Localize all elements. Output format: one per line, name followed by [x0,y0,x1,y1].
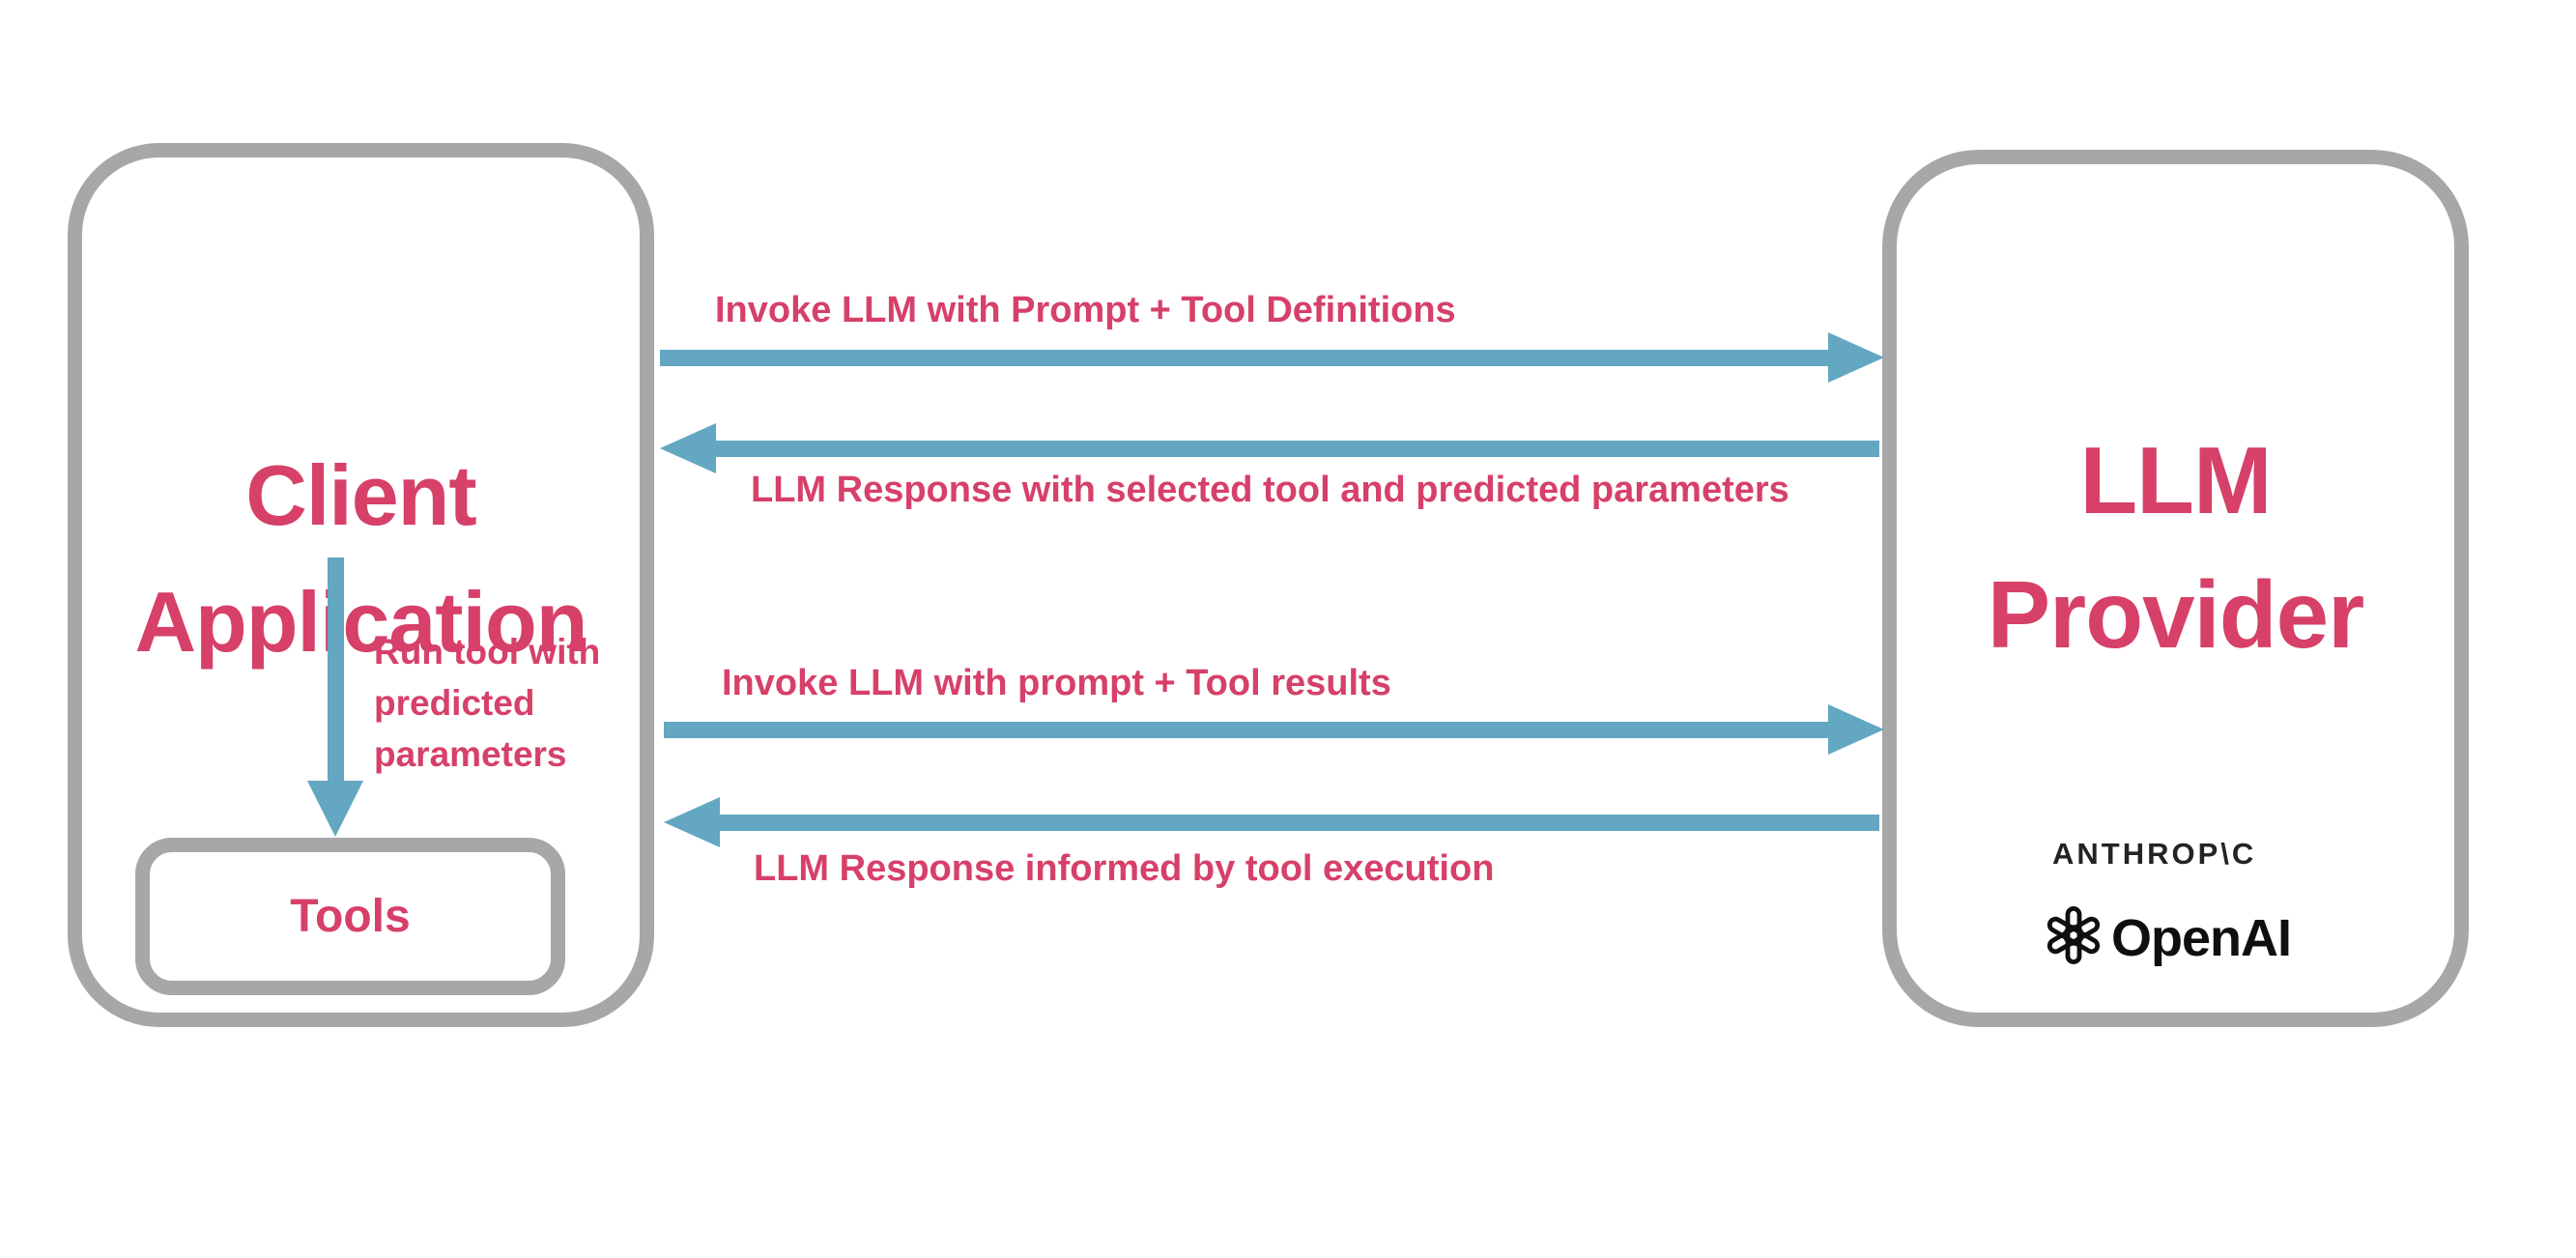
llm-provider-title: LLM Provider [1882,414,2469,682]
llm-title-line2: Provider [1987,561,2365,668]
flow-arrow-3-right [664,702,1884,757]
run-tool-label: Run tool with predicted parameters [374,632,601,774]
arrowhead-down-icon [307,781,363,837]
openai-wordmark: OpenAI [2111,908,2292,967]
tools-box: Tools [135,838,565,995]
openai-flower-icon [2045,906,2103,969]
flow-2-label: LLM Response with selected tool and pred… [751,470,1789,510]
flow-3-label: Invoke LLM with prompt + Tool results [722,663,1391,703]
arrowhead-left-icon [664,797,720,847]
arrow-shaft [664,721,1828,738]
anthropic-wordmark: ANTHROP\C [2052,837,2257,871]
arrowhead-right-icon [1828,704,1884,755]
flow-1-label: Invoke LLM with Prompt + Tool Definition… [715,290,1456,330]
arrowhead-left-icon [660,423,716,473]
llm-title-line1: LLM [2079,427,2272,533]
flow-arrow-1-right [660,330,1884,385]
client-application-title: Client Application [68,432,654,685]
arrowhead-right-icon [1828,332,1884,383]
tools-box-label: Tools [290,891,411,942]
flow-arrow-2-left [660,421,1879,475]
flow-arrow-4-left [664,795,1879,849]
arrow-shaft [720,814,1879,831]
llm-provider-box [1882,150,2469,1027]
run-tool-arrow-shaft [328,558,344,783]
arrow-shaft [660,349,1828,366]
arrow-shaft [716,440,1879,457]
flow-4-label: LLM Response informed by tool execution [754,848,1495,889]
openai-logo: OpenAI [2045,906,2292,969]
client-title-line2: Application [134,574,587,670]
client-title-line1: Client [245,447,476,543]
